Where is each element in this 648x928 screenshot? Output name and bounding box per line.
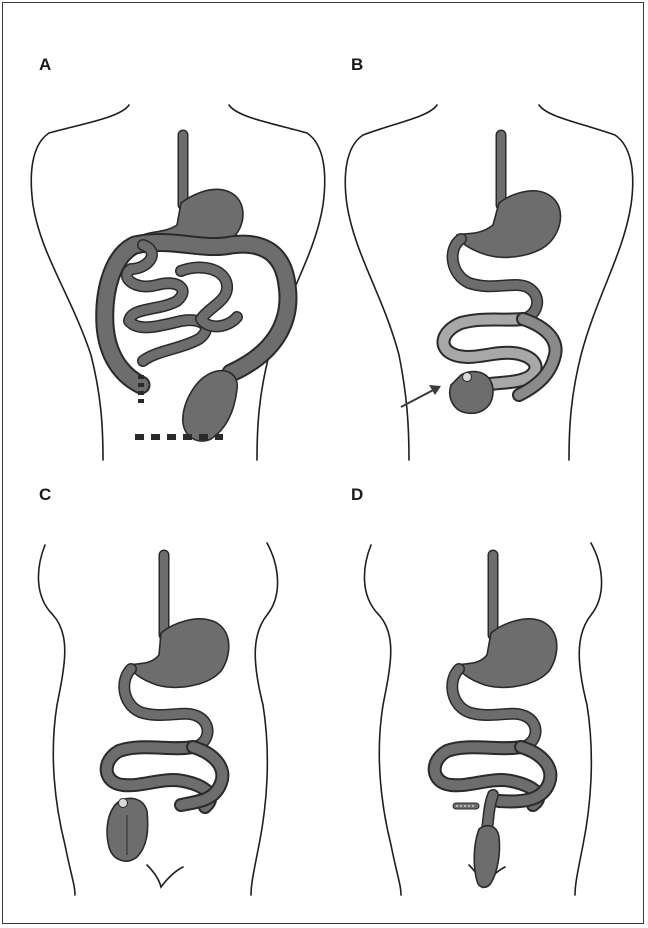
torso-outline bbox=[345, 105, 437, 460]
panel-c: C bbox=[31, 485, 341, 905]
torso-outline bbox=[38, 545, 75, 895]
panel-a: A bbox=[31, 55, 341, 475]
panel-c-illustration bbox=[31, 485, 341, 905]
panel-b-illustration bbox=[343, 55, 648, 475]
stomach bbox=[457, 619, 557, 687]
arrow-icon bbox=[401, 385, 441, 407]
torso-outline bbox=[251, 543, 278, 895]
panel-b: B bbox=[343, 55, 648, 475]
j-pouch bbox=[474, 826, 499, 888]
anastomosis-site bbox=[119, 799, 128, 808]
torso-outline bbox=[229, 105, 325, 460]
panel-a-illustration bbox=[31, 55, 341, 475]
torso-outline bbox=[364, 545, 401, 895]
pelvis-outline bbox=[147, 865, 183, 887]
torso-outline bbox=[575, 543, 602, 895]
stomach bbox=[457, 191, 561, 258]
torso-outline bbox=[539, 105, 633, 460]
rectum bbox=[183, 371, 237, 441]
panel-d-illustration bbox=[343, 485, 648, 905]
ileostomy-site bbox=[463, 373, 472, 382]
stomach bbox=[129, 619, 229, 687]
panel-d: D bbox=[343, 485, 648, 905]
